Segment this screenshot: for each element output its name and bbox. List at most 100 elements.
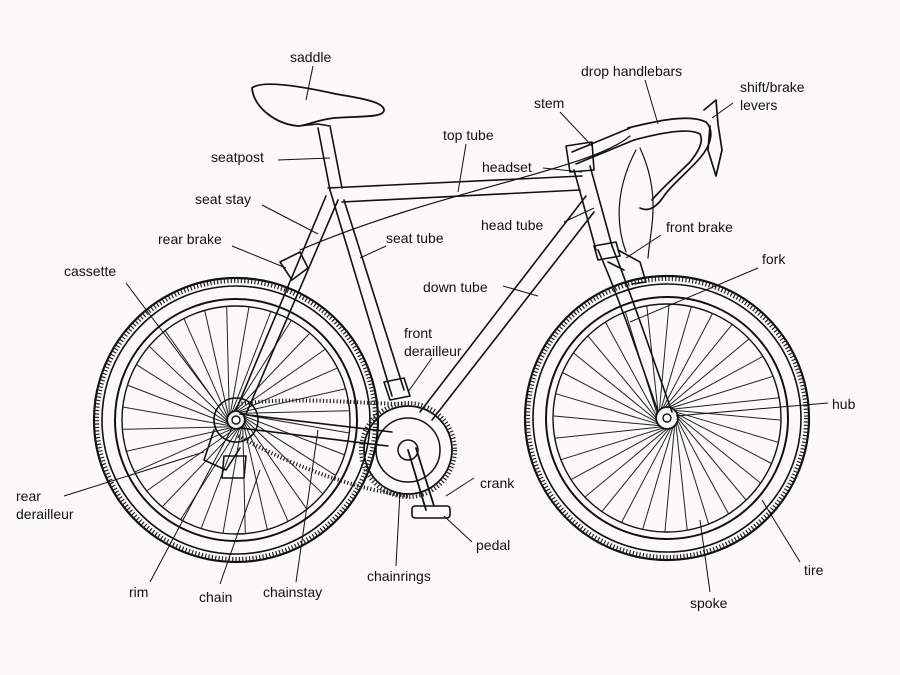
spoke-line (675, 412, 772, 464)
spoke-line (570, 427, 667, 481)
spoke-line (237, 367, 338, 413)
drivetrain (203, 397, 457, 519)
rear-tire (92, 276, 380, 564)
label-front-derailleur-line1: front (404, 325, 432, 341)
spoke-line (671, 397, 780, 410)
spoke-line (573, 352, 658, 422)
spoke-line (604, 321, 658, 418)
shift-brake-lever-shape (703, 99, 723, 177)
spoke-line (562, 372, 659, 424)
label-tire: tire (804, 562, 824, 578)
spoke-line (200, 426, 241, 529)
spoke-line (134, 427, 235, 473)
fork-blade (597, 245, 673, 413)
top-tube (327, 175, 583, 203)
spoke-line (180, 427, 240, 520)
label-rear-derailleur-line2: derailleur (16, 506, 74, 522)
label-shift-brake-line2: levers (740, 97, 777, 113)
label-seat-stay: seat stay (195, 191, 251, 207)
spoke-line (555, 393, 660, 425)
spoke-line (676, 420, 710, 525)
stem-tube (571, 127, 635, 165)
spoke-line (242, 424, 246, 534)
spoke-line (676, 418, 730, 515)
spoke-line (126, 426, 234, 452)
spoke-line (229, 306, 250, 415)
spoke-line (243, 421, 289, 522)
label-chainstay: chainstay (263, 584, 322, 600)
front-wheel (523, 274, 811, 562)
head-tube (573, 165, 613, 251)
spoke-line (243, 418, 324, 495)
label-top-tube: top tube (443, 127, 494, 143)
spoke-line (226, 306, 230, 416)
spoke-line (234, 332, 311, 413)
spoke-line (584, 427, 669, 498)
spoke-line (646, 305, 659, 414)
spoke-line (136, 364, 229, 424)
label-front-brake: front brake (666, 219, 733, 235)
spoke-line (601, 427, 671, 512)
spoke-line (240, 410, 350, 414)
frame (235, 125, 673, 447)
spoke-line (676, 414, 761, 484)
spoke-line (642, 425, 674, 530)
leader-lines (63, 65, 829, 593)
drop-handlebars-shape (627, 99, 723, 211)
front-rim (545, 296, 789, 540)
spoke-line (146, 427, 237, 492)
rear-spokes (122, 306, 350, 534)
rear-brake-caliper (279, 251, 309, 281)
spoke-line (243, 419, 308, 510)
label-saddle: saddle (290, 49, 331, 65)
spoke-line (183, 318, 229, 419)
spoke-line (122, 406, 231, 427)
spoke-line (669, 375, 774, 409)
spoke-line (621, 426, 673, 523)
spoke-line (241, 413, 350, 434)
label-rim: rim (129, 584, 148, 600)
chainring-inner (375, 417, 441, 483)
spoke-line (560, 427, 665, 461)
label-down-tube: down tube (423, 279, 488, 295)
spoke-line (204, 310, 230, 418)
spoke-line (148, 345, 229, 422)
spoke-line (238, 388, 346, 414)
spoke-line (664, 424, 676, 533)
cassette-shape (213, 397, 259, 443)
chainstay (239, 413, 393, 447)
label-hub: hub (832, 396, 856, 412)
spoke-line (164, 330, 229, 421)
spoke-line (675, 422, 688, 531)
rear-wheel (92, 276, 380, 564)
spoke-line (665, 338, 750, 409)
label-chain: chain (199, 589, 232, 605)
spoke-line (658, 303, 670, 412)
front-derailleur-part (383, 377, 411, 401)
label-rear-brake: rear brake (158, 231, 222, 247)
crank-arm (407, 447, 435, 511)
spoke-line (222, 425, 243, 534)
spoke-line (243, 416, 336, 476)
seatpost-tube (317, 125, 343, 191)
rear-hub (226, 410, 246, 430)
down-tube (419, 195, 595, 421)
label-cassette: cassette (64, 263, 116, 279)
label-seat-tube: seat tube (386, 230, 444, 246)
spoke-line (674, 411, 779, 443)
label-crank: crank (480, 475, 515, 491)
spoke-line (676, 416, 747, 501)
label-chainrings: chainrings (367, 568, 431, 584)
label-stem: stem (534, 95, 564, 111)
spoke-line (663, 324, 733, 409)
label-seatpost: seatpost (211, 149, 264, 165)
label-headset: headset (482, 159, 532, 175)
label-drop-handlebars: drop handlebars (581, 63, 682, 79)
front-tire (523, 274, 811, 562)
spoke-line (231, 311, 272, 414)
rear-rim (114, 298, 358, 542)
seat-tube (329, 189, 405, 397)
label-fork: fork (762, 251, 786, 267)
spoke-line (667, 355, 764, 409)
